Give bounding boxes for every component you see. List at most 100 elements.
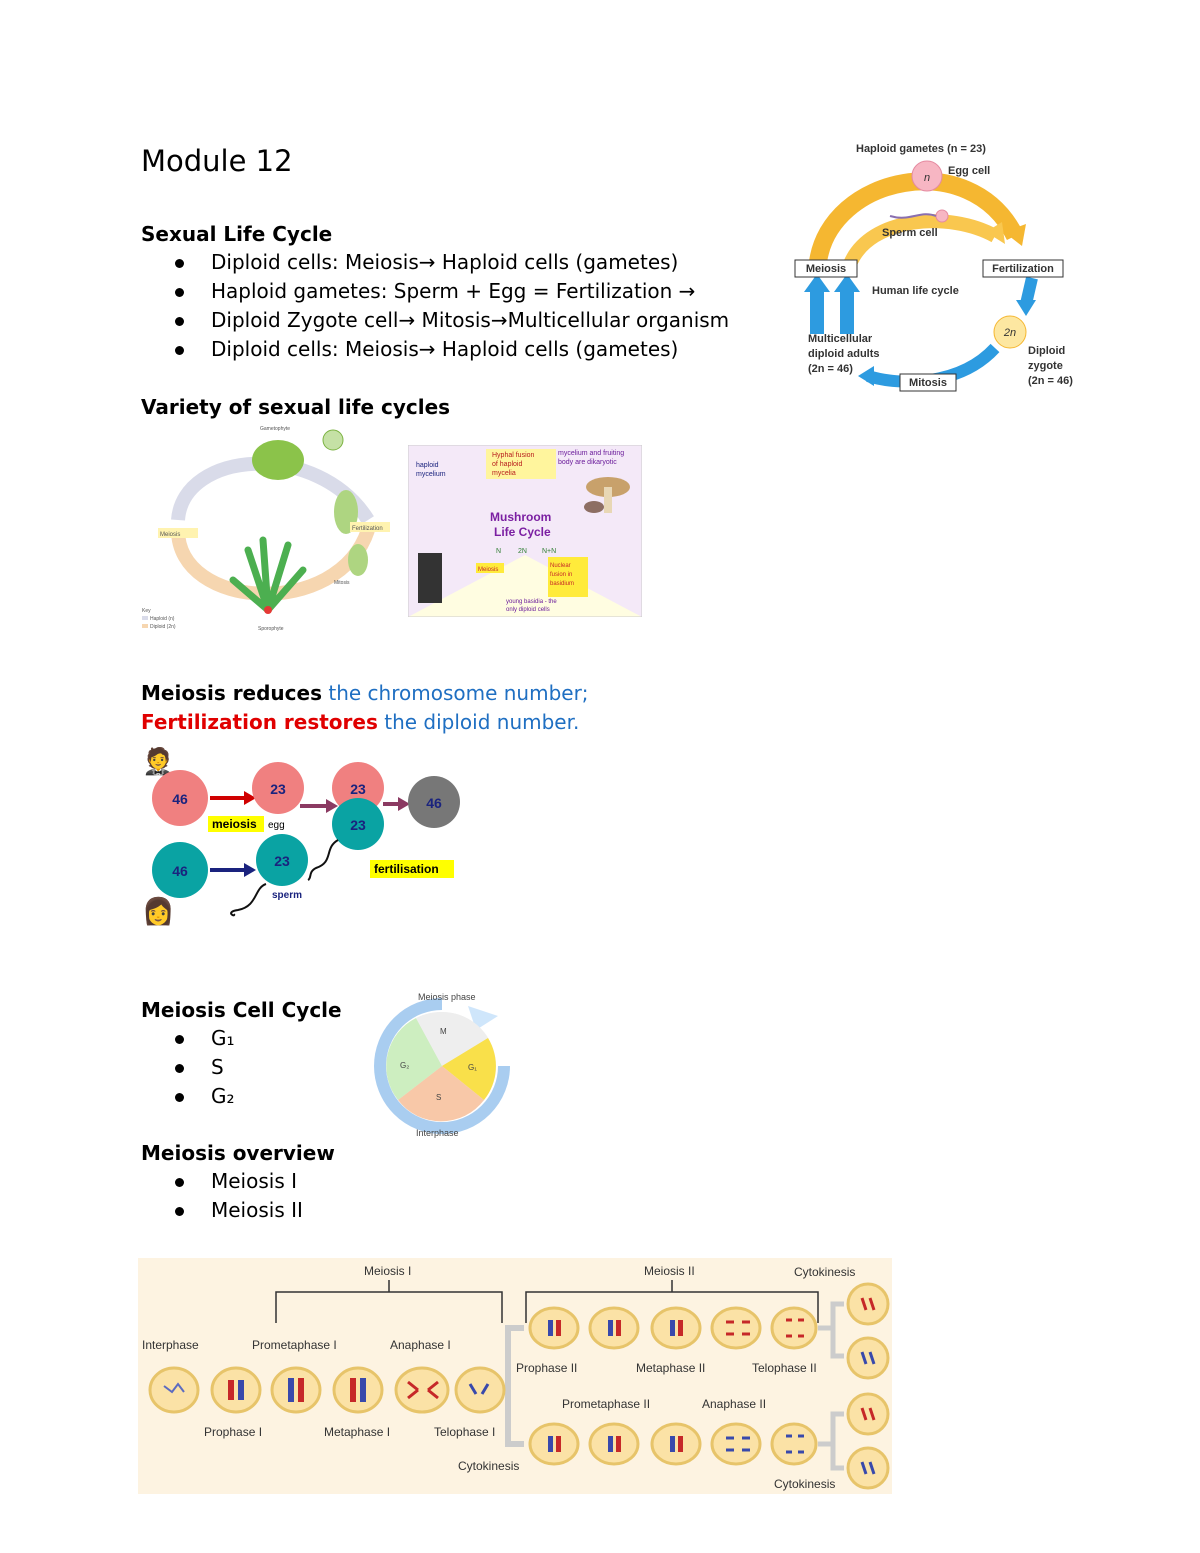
svg-text:Cytokinesis: Cytokinesis (458, 1459, 519, 1473)
meiosis-i-cells (148, 1366, 506, 1414)
svg-text:only diploid cells: only diploid cells (506, 607, 550, 613)
list-item: Diploid Zygote cell→ Mitosis→Multicellul… (141, 306, 729, 335)
zygote-label-1: Diploid (1028, 345, 1065, 357)
list-item: G₂ (141, 1082, 235, 1111)
fern-mitosis-label: Mitosis (334, 580, 350, 586)
man-emoji-icon: 🤵 (142, 745, 174, 776)
adults-label-1: Multicellular (808, 333, 873, 345)
list-item: Diploid cells: Meiosis→ Haploid cells (g… (141, 248, 729, 277)
svg-text:23: 23 (274, 853, 290, 869)
svg-text:fusion in: fusion in (550, 572, 572, 578)
zygote-icon (993, 315, 1027, 349)
meiosis-reduces-line: Meiosis reduces the chromosome number; (141, 681, 589, 705)
outer-orange-arc (809, 172, 1024, 264)
svg-text:Interphase: Interphase (142, 1338, 199, 1352)
svg-text:Prophase II: Prophase II (516, 1361, 577, 1375)
fertilization-restores-rest: the diploid number. (377, 710, 580, 734)
cytokinesis-top-label: Cytokinesis (794, 1265, 855, 1279)
svg-text:23: 23 (350, 781, 366, 797)
mushroom-fruit-2: body are dikaryotic (558, 459, 617, 466)
svg-text:46: 46 (172, 791, 188, 807)
svg-text:N+N: N+N (542, 548, 556, 555)
fern-life-cycle-image: Meiosis Fertilization Gametophyte Sporop… (138, 420, 394, 632)
sperm-tag: sperm (272, 890, 302, 901)
svg-text:46: 46 (172, 863, 188, 879)
adults-label-3: (2n = 46) (808, 363, 853, 375)
svg-text:Telophase I: Telophase I (434, 1425, 495, 1439)
fern-fertilization-label: Fertilization (352, 526, 383, 532)
svg-text:Prophase I: Prophase I (204, 1425, 262, 1439)
svg-text:2N: 2N (518, 548, 527, 555)
svg-text:M: M (440, 1027, 447, 1036)
g1-slice (442, 1038, 496, 1100)
mushroom-fusion-1: Hyphal fusion (492, 452, 535, 459)
mushroom-icon (584, 477, 630, 513)
fertilization-restores-line: Fertilization restores the diploid numbe… (141, 710, 579, 734)
fern-sporophyte-label: Sporophyte (258, 626, 284, 632)
center-label: Human life cycle (872, 285, 959, 297)
fern-gametophyte-label: Gametophyte (260, 426, 290, 432)
gametophyte-icon (252, 440, 304, 480)
sperm-cell-23 (256, 834, 308, 886)
cell-46-male (152, 770, 208, 826)
svg-text:young basidia - the: young basidia - the (506, 599, 557, 605)
sperm-cell-icon (935, 209, 949, 223)
list-item: G₁ (141, 1024, 235, 1053)
svg-text:Prometaphase II: Prometaphase II (562, 1397, 650, 1411)
cell-46-female (152, 842, 208, 898)
mushroom-hap-1: haploid (416, 462, 439, 469)
zygote-label-2: zygote (1028, 360, 1063, 372)
svg-text:23: 23 (350, 817, 366, 833)
svg-text:N: N (496, 548, 501, 555)
meiosis-phase-label: Meiosis phase (418, 992, 476, 1002)
mitosis-label: Mitosis (909, 377, 947, 389)
list-item: Meiosis II (141, 1196, 303, 1225)
overview-heading: Meiosis overview (141, 1141, 335, 1165)
sexual-life-cycle-list: Diploid cells: Meiosis→ Haploid cells (g… (141, 248, 729, 364)
mushroom-hap-2: mycelium (416, 471, 446, 478)
m-phase-slice (442, 1012, 488, 1066)
svg-text:Nuclear: Nuclear (550, 563, 571, 569)
fern-meiosis-label: Meiosis (160, 532, 180, 538)
meiosis-ii-cells (528, 1306, 818, 1466)
list-item: Meiosis I (141, 1167, 303, 1196)
mushroom-fruit-1: mycelium and fruiting (558, 450, 624, 457)
inner-orange-arc (843, 214, 999, 268)
svg-text:G₂: G₂ (400, 1061, 409, 1070)
egg-cell-icon (911, 160, 943, 192)
egg-cell-label: Egg cell (948, 165, 990, 177)
mushroom-title-2: Life Cycle (494, 525, 551, 539)
interphase-label: Interphase (416, 1128, 459, 1138)
svg-text:Prometaphase I: Prometaphase I (252, 1338, 337, 1352)
mushroom-life-cycle-image: Hyphal fusion of haploid mycelia myceliu… (408, 445, 642, 617)
woman-emoji-icon: 👩 (142, 896, 174, 926)
svg-text:Metaphase II: Metaphase II (636, 1361, 705, 1375)
meiosis-label: Meiosis (806, 263, 846, 275)
meiosis-reduces-bold: Meiosis reduces (141, 681, 322, 705)
g2-slice (386, 1018, 442, 1100)
meiosis-i-label: Meiosis I (364, 1264, 411, 1278)
cell-cycle-list: G₁ S G₂ (141, 1024, 235, 1111)
mushroom-meiosis: Meiosis (478, 567, 498, 573)
fertilization-restores-bold: Fertilization restores (141, 710, 378, 734)
meiosis-reduces-rest: the chromosome number; (322, 681, 589, 705)
zygote-combined (332, 798, 384, 850)
svg-text:Cytokinesis: Cytokinesis (774, 1477, 835, 1491)
fern-sporophyte-icon (229, 536, 307, 614)
meiosis-stages-diagram: Meiosis I Meiosis II Cytokinesis Interph… (138, 1258, 892, 1494)
svg-text:Metaphase I: Metaphase I (324, 1425, 390, 1439)
sexual-life-cycle-heading: Sexual Life Cycle (141, 222, 333, 246)
mushroom-fusion-2: of haploid (492, 461, 522, 468)
svg-text:2n: 2n (1003, 327, 1016, 339)
svg-text:46: 46 (426, 795, 442, 811)
meiosis-ii-label: Meiosis II (644, 1264, 695, 1278)
variety-heading: Variety of sexual life cycles (141, 395, 451, 419)
svg-text:23: 23 (270, 781, 286, 797)
svg-text:n: n (924, 172, 930, 184)
cell-cycle-wheel: Meiosis phase M G₁ S G₂ Interphase (374, 992, 510, 1138)
s-slice (398, 1066, 484, 1122)
egg-cell-23 (252, 762, 304, 814)
cell-cycle-heading: Meiosis Cell Cycle (141, 998, 342, 1022)
mushroom-fusion-3: mycelia (492, 470, 516, 477)
chromosome-number-diagram: 🤵 👩 46 23 23 23 46 46 23 meiosis egg fer… (142, 745, 460, 926)
